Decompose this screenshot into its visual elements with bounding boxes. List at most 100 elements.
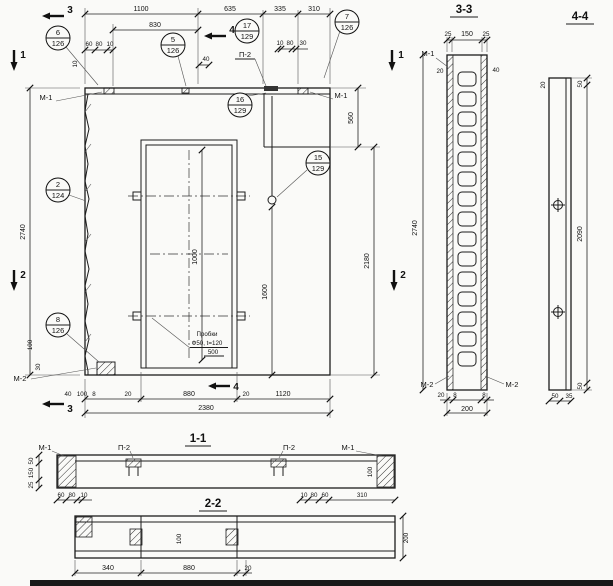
dim-bot-20b: 20 [243, 391, 250, 398]
cut-mark-3-top: 3 [67, 5, 73, 16]
callout-sheet: 124 [52, 191, 65, 200]
dim-s22-200: 200 [403, 532, 410, 543]
dim-top-635: 635 [224, 6, 236, 13]
callout-sheet: 129 [241, 32, 254, 41]
dim-bot-8: 8 [92, 391, 96, 398]
callout-sheet: 126 [52, 39, 65, 48]
lift-point-targets [551, 198, 565, 319]
plug-note: Пробки Ф50, t=120 500 [151, 317, 228, 357]
dim-small-80: 80 [96, 41, 103, 48]
dim-bot-20a: 20 [125, 391, 132, 398]
p2-plate [264, 86, 278, 91]
dim-top-310: 310 [308, 6, 320, 13]
cut-mark-4-top: 4 [229, 25, 235, 36]
m1-insert-right [297, 87, 309, 95]
m1-insert-left [103, 87, 115, 95]
callout-6: 6 126 [45, 25, 99, 86]
callout-sheet: 126 [52, 326, 65, 335]
dim-s11-bl60: 60 [58, 492, 65, 499]
p2-label: П-2 [239, 50, 251, 59]
section-4-4: 4-4 50 2090 50 50 35 20 [540, 11, 594, 405]
callout-7: 7 126 [323, 9, 360, 79]
dim-s33-b8a: 8 [453, 392, 457, 399]
anchor-rod-loop [267, 195, 277, 205]
callout-number: 8 [56, 315, 60, 324]
dim-s11-50: 50 [28, 457, 35, 464]
door-opening-inner [145, 144, 233, 369]
cut-mark-2-left: 2 [20, 270, 26, 281]
dim-s11-100: 100 [367, 466, 374, 477]
dim-s11-25: 25 [28, 481, 35, 488]
cut-marks: 1 1 2 2 3 3 4 4 [10, 5, 406, 415]
dim-s11-bl80: 80 [69, 492, 76, 499]
section-2-2: 2-2 100 200 340 880 20 [71, 498, 410, 577]
dim-bl-100: 100 [27, 339, 34, 350]
m1-label-s11-left: М-1 [39, 443, 52, 452]
callout-number: 7 [345, 12, 349, 21]
callout-number: 17 [243, 21, 251, 30]
dim-s11-br80: 80 [311, 492, 318, 499]
dim-small-30: 30 [300, 40, 307, 47]
p2-label-s11-right: П-2 [283, 443, 295, 452]
insert-block-s22 [75, 516, 93, 538]
section-3-3-title: 3-3 [456, 4, 473, 16]
p2-plate-details [125, 458, 287, 476]
callout-15: 15 129 [276, 150, 331, 198]
m1-label-left: М-1 [40, 93, 53, 102]
dim-s44-50bot: 50 [577, 382, 584, 389]
dim-s33-2740: 2740 [412, 220, 419, 236]
dim-s44-b35: 35 [566, 393, 573, 400]
plug-marks [132, 191, 246, 321]
dim-s22-20: 20 [245, 565, 252, 572]
dim-s33-25a: 25 [445, 31, 452, 38]
cut-mark-2-right: 2 [400, 270, 406, 281]
dim-bl-30: 30 [35, 363, 42, 370]
dim-s33-b20: 20 [438, 392, 445, 399]
dim-s44-2090: 2090 [577, 226, 584, 242]
dim-s22-880: 880 [183, 565, 195, 572]
dim-left-10: 10 [72, 60, 79, 67]
cut-mark-4-bottom: 4 [233, 382, 239, 393]
p2-label-s11-left: П-2 [118, 443, 130, 452]
note-line3: 500 [208, 349, 219, 356]
dim-top-1100: 1100 [133, 6, 148, 13]
dim-s11-br310: 310 [357, 492, 368, 499]
dim-s11-br60: 60 [322, 492, 329, 499]
cut-mark-1-right: 1 [398, 50, 404, 61]
dim-small-40: 40 [203, 56, 210, 63]
dim-bot-2380: 2380 [198, 405, 214, 412]
callout-number: 5 [171, 35, 175, 44]
m1-label-right: М-1 [335, 91, 348, 100]
m1-label-s11-right: М-1 [342, 443, 355, 452]
callout-sheet: 126 [341, 23, 354, 32]
section-4-4-title: 4-4 [572, 11, 589, 23]
dim-s22-100: 100 [176, 533, 183, 544]
insert-labels-main: М-1 М-1 М-2 [14, 91, 348, 383]
section-2-2-title: 2-2 [205, 498, 222, 510]
callout-8: 8 126 [45, 312, 100, 363]
note-line1: Пробки [196, 331, 218, 338]
dim-s11-150: 150 [28, 467, 35, 478]
dim-small-60: 60 [86, 41, 93, 48]
m1-block-right [376, 455, 395, 488]
dim-inner-1600: 1600 [262, 284, 269, 300]
callout-number: 6 [56, 28, 60, 37]
dim-s11-br10: 10 [301, 492, 308, 499]
dim-bot-40: 40 [65, 391, 72, 398]
main-elevation-view [84, 86, 331, 376]
callout-number: 16 [236, 95, 244, 104]
callout-number: 2 [56, 180, 60, 189]
dim-s33-20: 20 [437, 68, 444, 75]
section-1-1-title: 1-1 [190, 433, 207, 445]
cut-mark-3-bottom: 3 [67, 404, 73, 415]
callout-16: 16 129 [227, 92, 267, 118]
dim-small-10: 10 [107, 41, 114, 48]
edge-hatch [84, 103, 92, 343]
dim-top-335: 335 [274, 6, 286, 13]
dim-top-830: 830 [149, 22, 161, 29]
dim-s44-20: 20 [540, 81, 547, 88]
callout-sheet: 129 [312, 164, 325, 173]
section-3-3: 3-3 25 150 25 М-1 20 40 2740 20 8 8 200 … [412, 4, 518, 417]
